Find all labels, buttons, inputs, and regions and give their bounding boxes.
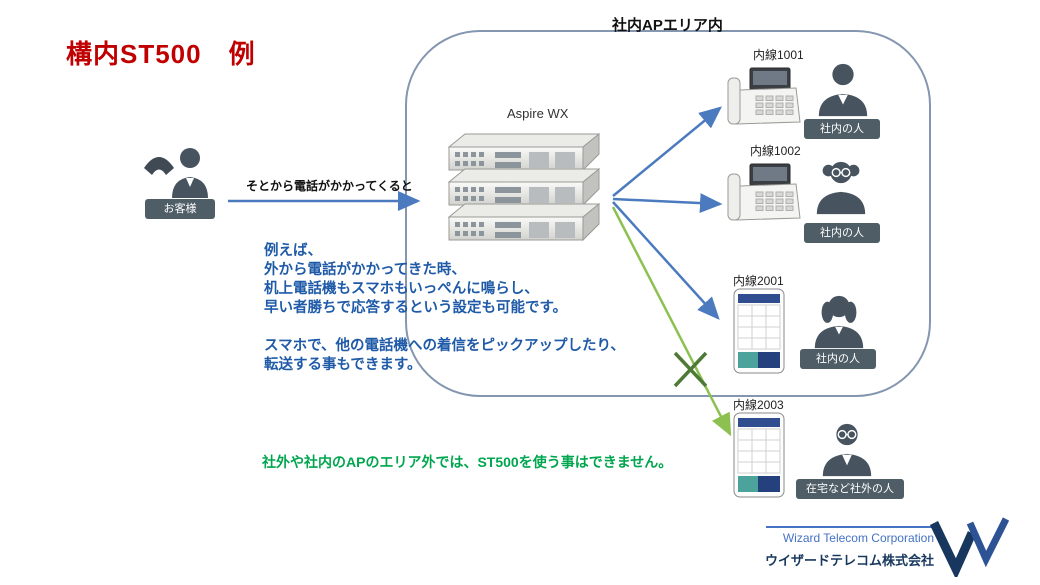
person-woman-glasses-icon bbox=[816, 161, 866, 215]
server-unit bbox=[447, 167, 601, 207]
server-unit bbox=[447, 202, 601, 242]
description-line: 外から電話がかかってきた時、 bbox=[264, 262, 466, 278]
company-logo bbox=[929, 517, 1010, 577]
extension-label-2003: 内線2003 bbox=[733, 398, 784, 412]
smartphone-icon bbox=[733, 412, 785, 498]
extension-label-2001: 内線2001 bbox=[733, 274, 784, 288]
customer-icon bbox=[144, 148, 208, 198]
description-line: 早い者勝ちで応答するという設定も可能です。 bbox=[264, 300, 568, 316]
phone-handset-icon bbox=[144, 157, 174, 175]
extension-label-1001: 内線1001 bbox=[753, 48, 804, 62]
desk-phone-icon bbox=[727, 67, 801, 125]
description-line: 転送する事もできます。 bbox=[264, 357, 422, 373]
desk-phone-icon bbox=[727, 163, 801, 221]
aspire-wx-server-stack bbox=[447, 132, 601, 242]
description-line: 机上電話機もスマホもいっぺんに鳴らし、 bbox=[264, 281, 539, 297]
extension-badge-2001: 社内の人 bbox=[800, 349, 876, 369]
extension-badge-1002: 社内の人 bbox=[804, 223, 880, 243]
ap-area-label: 社内APエリア内 bbox=[612, 17, 723, 34]
page-title: 構内ST500 例 bbox=[66, 39, 256, 69]
extension-badge-2003: 在宅など社外の人 bbox=[796, 479, 904, 499]
description-text: 例えば、 外から電話がかかってきた時、 机上電話機もスマホもいっぺんに鳴らし、 … bbox=[264, 242, 625, 375]
restriction-note: 社外や社内のAPのエリア外では、ST500を使う事はできません。 bbox=[262, 454, 673, 470]
company-name-en: Wizard Telecom Corporation bbox=[782, 531, 934, 545]
extension-badge-1001: 社内の人 bbox=[804, 119, 880, 139]
customer-badge: お客様 bbox=[145, 199, 215, 219]
server-unit bbox=[447, 132, 601, 172]
person-woman-icon bbox=[814, 295, 864, 349]
footer-divider bbox=[766, 526, 934, 528]
person-man-glasses-icon bbox=[822, 423, 872, 477]
smartphone-icon bbox=[733, 288, 785, 374]
description-line bbox=[264, 318, 625, 337]
server-label: Aspire WX bbox=[507, 106, 569, 121]
extension-label-1002: 内線1002 bbox=[750, 144, 801, 158]
person-man-icon bbox=[818, 63, 868, 117]
incoming-call-label: そとから電話がかかってくると bbox=[246, 179, 413, 193]
description-line: スマホで、他の電話機への着信をピックアップしたり、 bbox=[264, 338, 625, 354]
company-name-jp: ウイザードテレコム株式会社 bbox=[764, 553, 934, 568]
description-line: 例えば、 bbox=[264, 243, 322, 259]
